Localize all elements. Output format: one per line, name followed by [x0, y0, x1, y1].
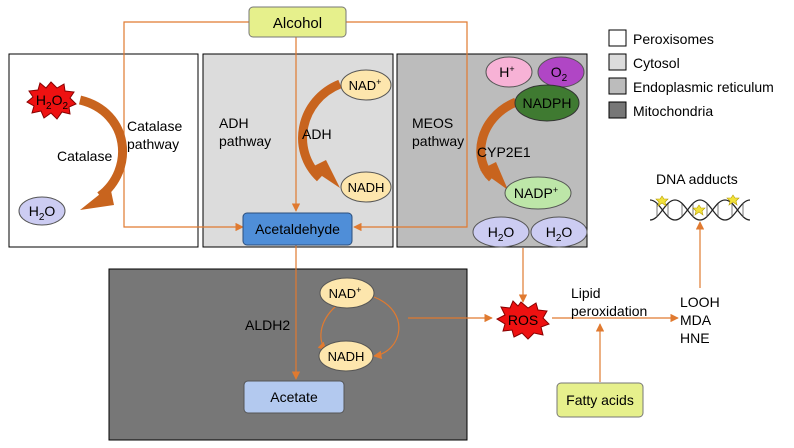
- h2o2-burst: [26, 81, 77, 120]
- lipid-peroxidation-line2: peroxidation: [571, 303, 647, 319]
- legend-swatch-mitochondria: [608, 101, 627, 119]
- h2o-er1-ellipse: [472, 216, 530, 248]
- ros-burst: [495, 300, 550, 340]
- legend-label-peroxisomes: Peroxisomes: [633, 31, 714, 47]
- nadp-ellipse: [504, 176, 572, 210]
- catalase-pathway-label-line2: pathway: [127, 136, 179, 152]
- curved-arrows: [78, 79, 518, 210]
- o2-label: O2: [551, 64, 568, 84]
- legend-label-cytosol: Cytosol: [633, 55, 680, 71]
- adh-arrowhead: [310, 160, 340, 188]
- h-plus-ellipse: [485, 56, 533, 88]
- adduct-star-3: [726, 194, 740, 206]
- adh-pathway-label-line1: ADH: [219, 115, 249, 131]
- alcohol-to-catalase-line: [123, 21, 249, 232]
- fatty-acids-label: Fatty acids: [566, 392, 634, 408]
- acetate-label: Acetate: [270, 389, 318, 405]
- nadph-ellipse: [514, 84, 580, 122]
- h2o2-label: H2O2: [36, 92, 69, 112]
- alcohol-box[interactable]: [248, 6, 347, 38]
- meos-pathway-label-line1: MEOS: [412, 115, 453, 131]
- h2o-er1-label: H2O: [488, 224, 515, 244]
- nad-top-label: NAD+: [349, 77, 382, 93]
- connectors: [123, 21, 705, 382]
- dna-strand-1: [649, 199, 751, 221]
- legend-label-er: Endoplasmic reticulum: [633, 79, 774, 95]
- legend-swatch-cytosol: [608, 53, 627, 71]
- lipid-peroxidation-line1: Lipid: [571, 285, 601, 301]
- looh-label: LOOH: [680, 294, 720, 310]
- adduct-star-2: [692, 204, 706, 216]
- nadh-mito-ellipse: [318, 340, 374, 372]
- acetaldehyde-box[interactable]: [242, 212, 353, 246]
- h2o-left-label: H2O: [29, 203, 56, 223]
- acetaldehyde-label: Acetaldehyde: [255, 221, 340, 237]
- aldh2-enzyme-label: ALDH2: [245, 317, 290, 333]
- nadp-label: NADP+: [514, 185, 558, 201]
- legend-swatch-er: [608, 77, 627, 95]
- catalase-pathway-label-line1: Catalase: [127, 118, 182, 134]
- dna-adducts-label: DNA adducts: [656, 171, 738, 187]
- legend-swatch-peroxisomes: [608, 29, 627, 47]
- nadh-mito-label: NADH: [328, 349, 365, 364]
- h2o-er2-label: H2O: [546, 224, 573, 244]
- hne-label: HNE: [680, 330, 710, 346]
- h-plus-label: H+: [499, 64, 514, 80]
- legend-label-mitochondria: Mitochondria: [633, 103, 713, 119]
- cyp2e1-enzyme-label: CYP2E1: [477, 144, 531, 160]
- legend: Peroxisomes Cytosol Endoplasmic reticulu…: [608, 29, 774, 119]
- nad-nadh-cycle-arrow-right: [373, 296, 400, 360]
- nad-mito-ellipse: [319, 277, 375, 309]
- nadh-top-label: NADH: [348, 180, 385, 195]
- catalase-enzyme-label: Catalase: [57, 148, 112, 164]
- nadph-label: NADPH: [522, 95, 571, 111]
- fatty-acids-box[interactable]: [556, 382, 644, 418]
- ros-label: ROS: [508, 312, 538, 328]
- dna-strand-2: [649, 199, 751, 221]
- alcohol-label: Alcohol: [273, 15, 322, 32]
- mitochondria-compartment: [108, 268, 468, 441]
- dna-rungs: [656, 203, 744, 217]
- nad-mito-label: NAD+: [329, 285, 362, 301]
- nad-top-ellipse: [340, 69, 392, 101]
- h2o-er2-ellipse: [530, 216, 588, 248]
- meos-pathway-label-line2: pathway: [412, 133, 464, 149]
- cyp2e1-arrowhead: [480, 162, 508, 190]
- catalase-arrowhead: [80, 186, 114, 210]
- mda-label: MDA: [680, 312, 712, 328]
- alcohol-to-meos-line: [346, 21, 468, 232]
- adh-pathway-label-line2: pathway: [219, 133, 271, 149]
- adh-enzyme-label: ADH: [302, 126, 332, 142]
- adduct-stars: [655, 194, 740, 216]
- h2o-left-ellipse: [18, 196, 66, 226]
- acetate-box[interactable]: [243, 380, 345, 414]
- adduct-star-1: [655, 195, 669, 207]
- catalase-curved-arrow: [78, 95, 127, 200]
- dna-helix: [649, 199, 751, 221]
- nadh-top-ellipse: [340, 171, 392, 203]
